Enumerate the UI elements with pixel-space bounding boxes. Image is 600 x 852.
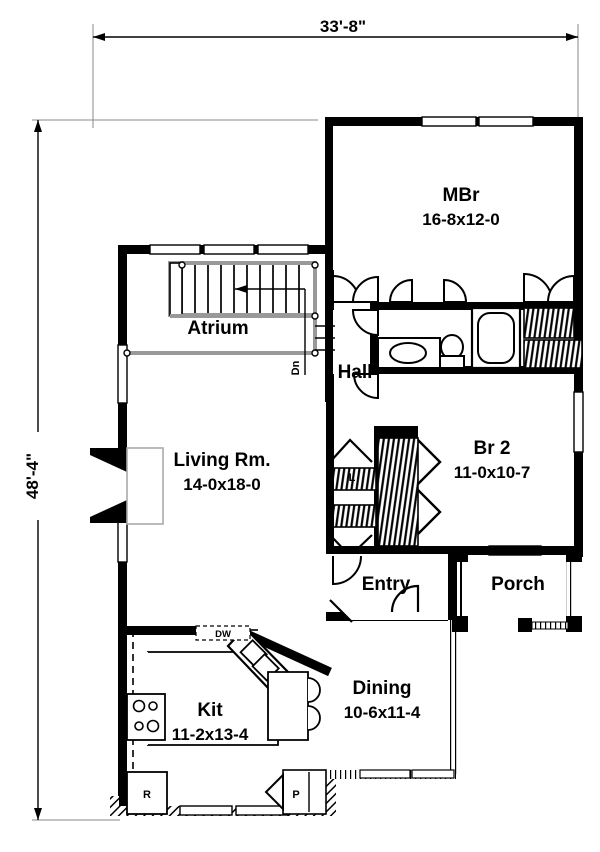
room-dining: Dining 10-6x11-4 <box>344 678 421 722</box>
mbr-name: MBr <box>443 185 481 206</box>
overall-width-label: 33'-8" <box>320 17 366 36</box>
cooktop-icon <box>126 693 166 741</box>
porch-name: Porch <box>491 574 545 595</box>
br2-name: Br 2 <box>474 438 511 459</box>
atrium-name: Atrium <box>187 318 248 339</box>
mbr-closet <box>523 307 575 339</box>
mbr-closet-2 <box>523 339 583 369</box>
living-dimension: 14-0x18-0 <box>183 475 261 494</box>
br2-dimension: 11-0x10-7 <box>454 463 531 482</box>
linen-closet-2 <box>329 504 377 528</box>
room-br2: L Br 2 11-0x10-7 <box>326 426 531 558</box>
room-kitchen: DW R Kit 11-2x13-4 <box>126 625 321 815</box>
pantry-label: P <box>292 789 299 801</box>
room-living: Living Rm. 14-0x18-0 <box>90 447 271 525</box>
refrigerator-icon <box>126 771 168 815</box>
linen-label: L <box>349 472 356 484</box>
kitchen-dimension: 11-2x13-4 <box>172 725 249 744</box>
dining-dimension: 10-6x11-4 <box>344 703 421 722</box>
chair-icon <box>307 677 321 703</box>
room-mbr: MBr 16-8x12-0 <box>422 185 500 229</box>
refrigerator-label: R <box>143 789 151 801</box>
dimension-left: 48'-4" <box>23 119 318 821</box>
dimension-top: 33'-8" <box>92 17 579 128</box>
stair-direction-label: Dn <box>290 360 302 375</box>
room-porch: Porch <box>452 546 582 632</box>
br2-closet <box>377 437 419 547</box>
hall-name: Hall <box>338 362 373 383</box>
master-bath: Hall <box>332 272 583 400</box>
porch-post <box>566 546 582 562</box>
kitchen-name: Kit <box>197 700 223 721</box>
living-name: Living Rm. <box>173 450 270 471</box>
pantry: P <box>264 769 327 815</box>
room-atrium: Atrium Dn <box>123 261 335 375</box>
sink-icon <box>389 342 427 364</box>
porch-post <box>566 616 582 632</box>
room-entry: Entry <box>329 554 448 623</box>
chair-icon <box>307 705 321 731</box>
interior-wall-stubs <box>326 270 457 620</box>
dishwasher-label: DW <box>215 629 231 640</box>
overall-height-label: 48'-4" <box>23 453 42 499</box>
dining-name: Dining <box>352 678 411 699</box>
entry-name: Entry <box>362 574 411 595</box>
mbr-dimension: 16-8x12-0 <box>422 210 500 229</box>
porch-post <box>518 618 532 632</box>
dining-table <box>267 671 309 741</box>
